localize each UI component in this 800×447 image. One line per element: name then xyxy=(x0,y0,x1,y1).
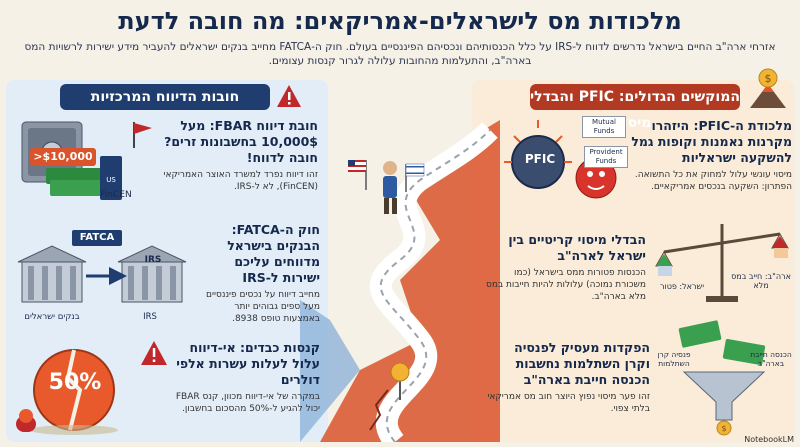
penalty-percent: 50% xyxy=(48,370,102,395)
svg-text:$: $ xyxy=(765,72,772,85)
warning-triangle-icon xyxy=(141,341,167,365)
fincen-label: FinCEN xyxy=(100,190,132,200)
red-flag-icon xyxy=(133,122,152,148)
pfic-body: מיסוי עונשי עלול למחוק את כל התשואה. הפת… xyxy=(634,170,792,192)
pfic-tag-mutual: Mutual Funds xyxy=(582,116,626,138)
israel-flag-icon xyxy=(405,163,425,192)
diffs-block: הבדלי מיסוי קריטיים בין ישראל לארה"ב הכנ… xyxy=(486,232,646,303)
right-banner: המוקשים הגדולים: PFIC והבדלי מיסוי xyxy=(530,84,740,131)
usa-label: ארה"ב: חייב במס מלא xyxy=(731,272,791,290)
pfic-badge: PFIC xyxy=(524,152,556,166)
pension-body: זהו פער מיסוי נפוץ היוצר חוב מס אמריקאי … xyxy=(487,392,650,414)
broken-piggybank-icon xyxy=(16,349,118,435)
penalties-block: קנסות כבדים: אי-דיווח עלול לעלות עשרות א… xyxy=(170,340,320,415)
irs-label: IRS xyxy=(143,312,157,322)
fbar-body: זהו דיווח נפרד למשרד האוצר האמריקאי (Fin… xyxy=(163,170,318,192)
pfic-tag-provident: Provident Funds xyxy=(584,146,628,168)
funnel-money-icon: $ xyxy=(678,320,766,436)
road-illustration xyxy=(300,120,500,442)
fbar-block: חובת דיווח FBAR: מעל 10,000$ בחשבונות זר… xyxy=(156,118,318,193)
penalties-title: קנסות כבדים: אי-דיווח עלול לעלות עשרות א… xyxy=(176,340,320,387)
banks-to-irs-icon xyxy=(17,245,187,303)
pfic-title: מלכודת ה-PFIC: היזהרו מקרנות נאמנות וקופ… xyxy=(631,118,792,165)
money-bag-volcano-icon: $ xyxy=(750,68,786,108)
fbar-tag: >$10,000 xyxy=(30,148,96,166)
warning-triangle-icon xyxy=(277,85,301,107)
warning-sign-icon xyxy=(390,362,410,400)
left-banner: חובות הדיווח המרכזיות xyxy=(60,84,270,110)
irs-sign: IRS xyxy=(144,255,162,265)
fatca-sign: FATCA xyxy=(72,230,122,246)
fatca-body: מחייב דיווח על נכסים פיננסיים מעל ספים ג… xyxy=(206,290,320,324)
page-title: מלכודות מס לישראלים-אמריקאים: מה חובה לד… xyxy=(118,7,682,35)
svg-text:US: US xyxy=(106,176,116,184)
notebooklm-logo: NotebookLM xyxy=(744,435,794,444)
diffs-title: הבדלי מיסוי קריטיים בין ישראל לארה"ב xyxy=(508,232,646,263)
pension-label-2: הכנסה חייבת בארה"ב xyxy=(750,350,792,368)
walker-figure xyxy=(383,161,397,214)
penalties-body: במקרה של אי-דיווח מכוון, קנס FBAR יכול ל… xyxy=(175,392,320,414)
balance-scale-icon xyxy=(655,224,789,302)
pension-label-1: פנסיה קרן השתלמות xyxy=(657,350,691,368)
page-subtitle: אזרחי ארה"ב החיים בישראל נדרשים לדווח ל-… xyxy=(24,41,776,67)
usa-flag-icon xyxy=(348,160,367,190)
fbar-title: חובת דיווח FBAR: מעל 10,000$ בחשבונות זר… xyxy=(164,118,318,165)
fatca-title: חוק ה-FATCA: הבנקים בישראל מדווחים עליכם… xyxy=(227,222,320,285)
diffs-body: הכנסות פטורות ממס בישראל (כמו משכורת נמו… xyxy=(485,268,646,302)
israel-label: ישראל: פטור xyxy=(660,282,704,291)
fatca-block: חוק ה-FATCA: הבנקים בישראל מדווחים עליכם… xyxy=(196,222,320,325)
pension-title: הפקדות מעסיק לפנסיה וקרן השתלמות נחשבות … xyxy=(514,340,650,387)
header: מלכודות מס לישראלים-אמריקאים: מה חובה לד… xyxy=(0,0,800,78)
pfic-bomb-icon xyxy=(504,120,617,199)
bank-label: בנקים ישראלים xyxy=(24,312,80,322)
pfic-block: מלכודת ה-PFIC: היזהרו מקרנות נאמנות וקופ… xyxy=(630,118,792,193)
pension-block: הפקדות מעסיק לפנסיה וקרן השתלמות נחשבות … xyxy=(486,340,650,415)
cliff-crack-icon xyxy=(369,389,389,431)
svg-text:$: $ xyxy=(721,424,726,433)
